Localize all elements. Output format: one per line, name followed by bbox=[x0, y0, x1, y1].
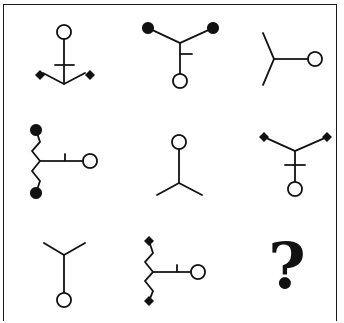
puzzle-cell-2 bbox=[134, 13, 234, 113]
puzzle-cell-9: ? bbox=[237, 217, 337, 317]
question-mark: ? bbox=[237, 217, 337, 317]
puzzle-frame: ? bbox=[3, 4, 337, 321]
ring-bottom-fork-top-diamonds-icon bbox=[237, 113, 337, 213]
ring-bottom-fork-top-dots-icon bbox=[134, 13, 234, 113]
ring-right-zigzag-left-dots-icon bbox=[22, 113, 122, 213]
ring-bottom-fork-top-icon bbox=[22, 217, 122, 317]
puzzle-cell-1 bbox=[22, 13, 122, 113]
puzzle-cell-5 bbox=[134, 113, 234, 213]
puzzle-cell-7 bbox=[22, 217, 122, 317]
puzzle-cell-6 bbox=[237, 113, 337, 213]
puzzle-cell-3 bbox=[237, 13, 337, 113]
ring-top-fork-bottom-diamonds-icon bbox=[22, 13, 122, 113]
ring-top-fork-bottom-icon bbox=[134, 113, 234, 213]
puzzle-cell-8 bbox=[134, 217, 234, 317]
ring-right-zigzag-left-diamonds-icon bbox=[134, 217, 234, 317]
puzzle-cell-4 bbox=[22, 113, 122, 213]
ring-right-fork-left-icon bbox=[237, 13, 337, 113]
